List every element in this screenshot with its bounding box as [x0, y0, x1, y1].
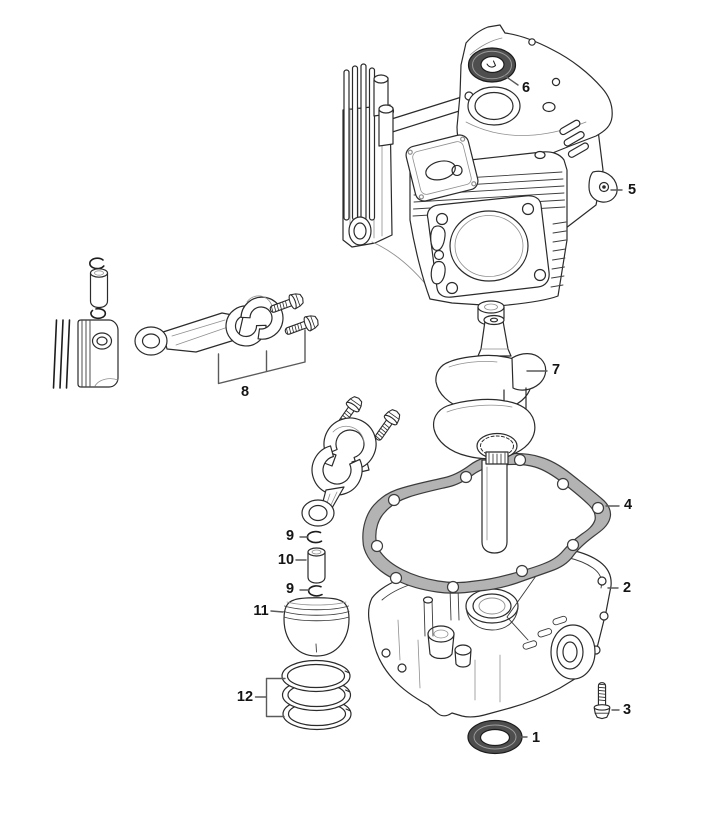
callout-6: 6: [521, 79, 531, 96]
piston-ring-set: [281, 659, 352, 731]
callout-2: 2: [622, 579, 632, 596]
callout-11: 11: [253, 602, 269, 619]
wrist-pin: [89, 272, 109, 309]
engine-block: [342, 24, 618, 326]
connecting-rod-kit: [134, 290, 321, 356]
callout-4: 4: [623, 496, 633, 513]
wrist-pin: [307, 551, 326, 584]
circlip: [89, 257, 105, 270]
piston-side-view: [77, 319, 119, 388]
piston-rings-edge-view: [52, 319, 71, 389]
rod-bolt: [282, 312, 321, 340]
circlip-lower: [307, 585, 323, 597]
crank-web-upper: [435, 354, 532, 413]
piston-group-vertical: [281, 530, 352, 731]
piston-side-view-group: [52, 257, 119, 389]
callout-8: 8: [240, 383, 250, 400]
circlip-upper: [306, 530, 323, 544]
top-oil-seal: [467, 47, 517, 83]
callout-9-upper: 9: [285, 527, 295, 544]
rod-cap: [240, 296, 284, 340]
bottom-oil-seal: [467, 719, 523, 755]
rod-cap: [323, 417, 377, 470]
sump-bolt: [593, 682, 611, 720]
callout-12: 12: [236, 688, 254, 705]
circlip: [90, 307, 107, 320]
valve-chamber: [405, 134, 479, 202]
callout-7: 7: [551, 361, 561, 378]
callout-5: 5: [627, 181, 637, 198]
crankshaft: [432, 314, 547, 554]
connecting-rod: [311, 445, 363, 496]
callout-3: 3: [622, 701, 632, 718]
callout-1: 1: [531, 729, 541, 746]
callout-9-lower: 9: [285, 580, 295, 597]
leader-lines: [217, 75, 623, 738]
callout-10: 10: [277, 551, 295, 568]
connecting-rod-vertical-group: [301, 393, 404, 527]
